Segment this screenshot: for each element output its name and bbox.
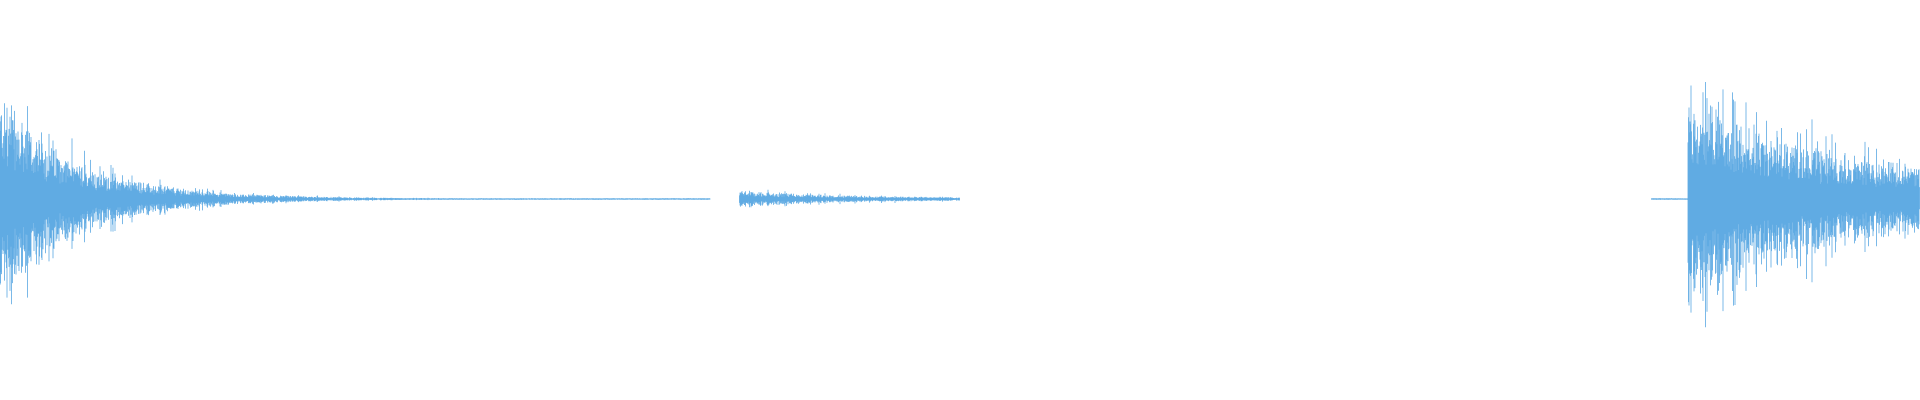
waveform-samples (0, 82, 1920, 328)
